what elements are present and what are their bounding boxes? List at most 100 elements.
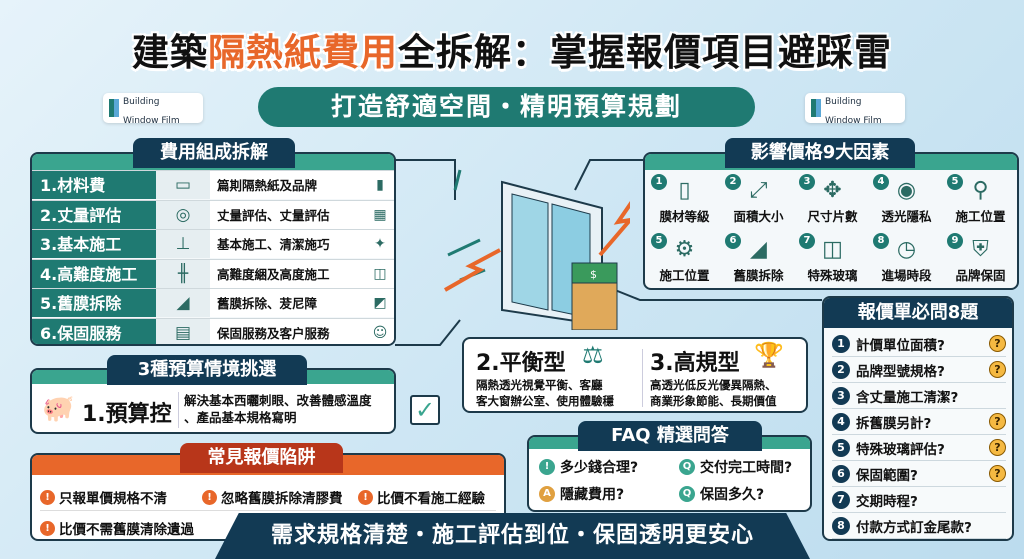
- factor-item: 5 ⚙ 施工位置: [648, 231, 721, 288]
- clipboard-icon: ▦: [366, 200, 394, 229]
- warning-icon: !: [358, 489, 373, 505]
- logo-text: Window Film: [123, 116, 180, 126]
- question-number: 2: [832, 360, 850, 379]
- faq-text: 保固多久?: [700, 487, 765, 503]
- desc-line: 高透光低反光優異隔熱、: [650, 378, 777, 392]
- svg-text:$: $: [590, 268, 597, 281]
- cost-row-desc: 基本施工、清潔施巧: [210, 230, 366, 258]
- cost-row-label: 2.丈量評估: [32, 200, 156, 229]
- desc-line: 、產品基本規格寫明: [184, 410, 297, 425]
- question-text: 付款方式訂金尾款?: [856, 519, 972, 536]
- trophy-building-icon: 🏆: [754, 341, 784, 369]
- warning-icon: !: [202, 489, 217, 505]
- trap-text: 比價不看施工經驗: [377, 491, 485, 507]
- budget-option-2-desc: 隔熱透光視覺平衡、客廳客大窗辦公室、使用體驗穩: [476, 377, 614, 409]
- area-icon: ⤢: [749, 178, 768, 203]
- question-number: 5: [832, 438, 850, 457]
- factor-item: 2 ⤢ 面積大小: [722, 172, 795, 230]
- budget-option-3-desc: 高透光低反光優異隔熱、商業形象節能、長期價值: [650, 377, 777, 409]
- faq-text: 交付完工時間?: [700, 460, 793, 476]
- trap-text: 忽略舊膜拆除清膠費: [221, 491, 343, 507]
- title-pre: 建築: [132, 31, 208, 74]
- window-money-illustration: $: [444, 169, 630, 330]
- question-item: 1 計價單位面積??: [832, 331, 1006, 357]
- question-bubble-icon: ?: [989, 439, 1006, 456]
- question-number: 1: [832, 334, 850, 353]
- cost-row-label: 4.高難度施工: [32, 259, 156, 288]
- question-bubble-icon: ?: [989, 465, 1006, 482]
- cost-row-desc: 高難度綑及高度施工: [210, 259, 366, 288]
- factor-number: 7: [799, 233, 815, 249]
- factor-item: 8◷進場時段: [870, 231, 943, 288]
- question-number: 8: [832, 516, 850, 535]
- window-icon: ◫: [366, 259, 394, 288]
- resize-icon: ✥: [823, 178, 842, 203]
- question-bubble-icon: ?: [989, 361, 1006, 378]
- quote-questions-title: 報價單必問8題: [824, 298, 1012, 328]
- trap-text: 比價不需舊膜清除遺過: [59, 522, 194, 538]
- cost-row-desc: 舊膜拆除、茇尼障: [210, 289, 366, 317]
- factor-number: 6: [725, 233, 741, 249]
- factor-item: 3 ✥ 尺寸片數: [796, 172, 869, 230]
- trap-text: 只報單價規格不清: [59, 491, 167, 507]
- piggy-bank-icon: 🐖: [42, 394, 75, 424]
- cost-breakdown-title: 費用組成拆解: [133, 138, 295, 168]
- tools-gear-icon: ⚙: [674, 237, 695, 262]
- cost-row: 6.保固服務▤保固服務及客户服務☺: [32, 317, 394, 344]
- cost-row-label: 1.材料費: [32, 171, 156, 199]
- factor-label: 尺寸片數: [807, 209, 858, 224]
- faq-item[interactable]: Q 交付完工時間?: [679, 457, 792, 477]
- q-bubble-icon: Q: [679, 459, 695, 475]
- question-bubble-icon: ?: [989, 335, 1006, 352]
- cost-row-desc: 保固服務及客户服務: [210, 318, 366, 344]
- factor-item: 6 ◢ 舊膜拆除: [722, 231, 795, 288]
- faq-title: FAQ 精選問答: [578, 421, 762, 451]
- main-title: 建築隔熱紙費用全拆解：掌握報價項目避踩雷: [0, 22, 1024, 76]
- quote-traps-title: 常見報價陷阱: [180, 443, 343, 473]
- budget-scenarios-title: 3種預算情境挑選: [107, 355, 307, 385]
- question-text: 含丈量施工清潔?: [856, 389, 959, 406]
- factor-label: 舊膜拆除: [733, 268, 784, 283]
- warning-icon: !: [40, 520, 55, 536]
- scraper-icon: ◢: [750, 237, 767, 262]
- faq-item[interactable]: Q 保固多久?: [679, 484, 764, 504]
- location-pin-icon: ⚲: [972, 178, 989, 203]
- cost-row-desc: 丈量評估、丈量評估: [210, 200, 366, 229]
- factor-number: 3: [799, 174, 815, 190]
- support-agent-icon: ☺: [366, 318, 394, 344]
- question-item: 8 付款方式訂金尾款?: [832, 513, 1006, 539]
- factor-label: 進場時段: [881, 268, 932, 283]
- desc-line: 商業形象節能、長期價值: [650, 394, 777, 408]
- film-icon: ▯: [678, 178, 691, 203]
- factor-number: 2: [725, 174, 741, 190]
- question-number: 4: [832, 412, 850, 431]
- peeling-film-icon: ◩: [366, 289, 394, 317]
- cost-row-label: 6.保固服務: [32, 318, 156, 344]
- question-number: 3: [832, 386, 850, 405]
- factor-number: 9: [947, 233, 963, 249]
- factor-number: 4: [873, 174, 889, 190]
- q-bubble-icon: Q: [679, 486, 695, 502]
- tape-measure-icon: ◎: [156, 200, 210, 229]
- trap-item: !比價不看施工經驗: [358, 487, 485, 507]
- broom-icon: ✦: [366, 230, 394, 258]
- factor-number: 5: [651, 233, 667, 249]
- factor-number: 1: [651, 174, 667, 190]
- scaffold-icon: ╫: [156, 259, 210, 288]
- logo-text: Building: [825, 97, 862, 107]
- factor-label: 特殊玻璃: [807, 268, 858, 283]
- factor-label: 面積大小: [733, 209, 784, 224]
- question-text: 計價單位面積?: [856, 337, 945, 354]
- faq-item[interactable]: !多少錢合理?: [539, 457, 638, 477]
- glass-icon: ◫: [822, 237, 843, 262]
- desc-line: 解決基本西曬刺眼、改善體感溫度: [184, 393, 372, 408]
- question-text: 拆舊膜另計?: [856, 415, 932, 432]
- factor-label: 施工位置: [659, 268, 710, 283]
- cost-row-desc: 篇剘隔熱紙及品牌: [210, 171, 366, 199]
- question-item: 3 含丈量施工清潔?: [832, 383, 1006, 409]
